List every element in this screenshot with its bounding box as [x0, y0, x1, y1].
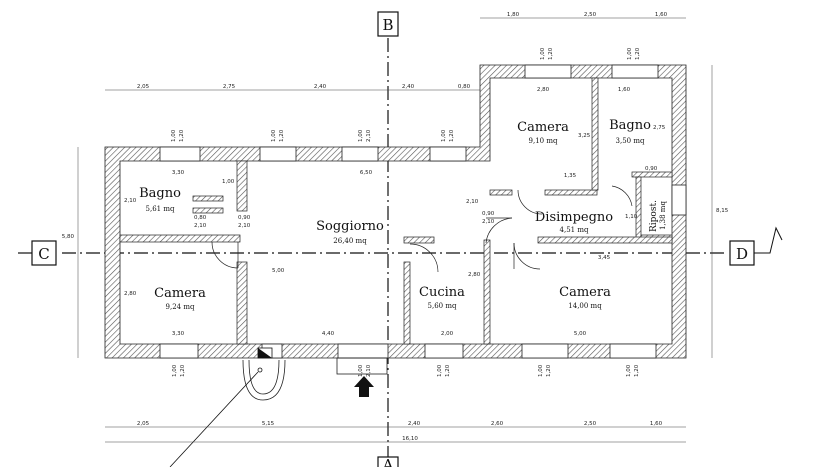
dim-soggiorno-door-width: 0,90	[238, 215, 251, 221]
dim-camera-left-height: 2,80	[124, 291, 137, 297]
window-height-label: 1,20	[180, 364, 186, 377]
window-width-label: 1,00	[441, 129, 447, 142]
window-height-label: 1,20	[548, 47, 554, 60]
door-sill-label: 1,00	[358, 129, 364, 142]
dim-bagno-height: 2,10	[124, 198, 137, 204]
dim-bottom-5: 2,50	[584, 421, 597, 427]
dim-bottom-6: 1,60	[650, 421, 663, 427]
entrance	[169, 347, 388, 467]
window-height-label: 1,20	[445, 364, 451, 377]
room-camera-right-name: Camera	[559, 285, 611, 300]
dim-top-lower-1: 2,05	[137, 84, 150, 90]
window-height-label: 1,20	[449, 129, 455, 142]
window-width-label: 1,00	[627, 47, 633, 60]
window-height-label: 1,20	[635, 47, 641, 60]
dim-soggiorno-bottom: 4,40	[322, 331, 335, 337]
dim-ripost-door: 1,10	[625, 214, 638, 220]
room-disimpegno-name: Disimpegno	[535, 210, 613, 225]
dim-top-lower-4: 2,40	[402, 84, 415, 90]
dimension-labels: 1,80 2,50 1,60 2,05 2,75 2,40 2,40 0,80 …	[62, 12, 729, 442]
window-width-label: 1,00	[538, 364, 544, 377]
dim-camera-right-width: 5,00	[574, 331, 587, 337]
window-width-label: 1,00	[437, 364, 443, 377]
dim-bottom-2: 5,15	[262, 421, 275, 427]
axis-markers: B A C D	[18, 11, 783, 467]
dim-disimpegno-door-height: 2,10	[482, 219, 495, 225]
window-height-label: 1,20	[546, 364, 552, 377]
dim-camera-left-width: 3,30	[172, 331, 185, 337]
room-camera-right-area: 14,00 mq	[568, 302, 602, 310]
dim-bagno-top-width: 1,60	[618, 87, 631, 93]
room-cucina-area: 5,60 mq	[428, 302, 457, 310]
room-camera-top-name: Camera	[517, 120, 569, 135]
room-bagno-top-area: 3,50 mq	[616, 137, 645, 145]
windows	[159, 64, 687, 359]
axis-label-left: C	[38, 245, 49, 263]
dim-camera-top-height: 3,25	[578, 133, 591, 139]
room-ripost-area: 1,38 mq	[659, 201, 667, 230]
dim-soggiorno-height: 5,00	[272, 268, 285, 274]
window-width-label: 1,00	[171, 129, 177, 142]
dim-bagno-width: 3,30	[172, 170, 185, 176]
room-cucina-name: Cucina	[419, 285, 465, 300]
door-sill-label: 2,10	[366, 129, 372, 142]
dim-bagno-niche: 1,00	[222, 179, 235, 185]
dim-soggiorno-door-height: 2,10	[238, 223, 251, 229]
dim-soggiorno-width: 6,50	[360, 170, 373, 176]
axis-label-right: D	[736, 245, 748, 263]
door-sill-label: 2,10	[366, 364, 372, 377]
dim-bottom-1: 2,05	[137, 421, 150, 427]
dim-left-total: 5,80	[62, 234, 75, 240]
dim-disimpegno-mid: 1,35	[564, 173, 577, 179]
dim-bottom-total: 16,10	[402, 436, 418, 442]
interior-walls	[119, 77, 673, 345]
room-ripost-name: Ripost.	[649, 200, 659, 232]
dim-bagno-door-width: 0,80	[194, 215, 207, 221]
door-swings	[211, 185, 633, 273]
axis-label-bottom: A	[382, 456, 394, 467]
dim-cucina-width: 2,00	[441, 331, 454, 337]
door-sill-label: 1,00	[358, 364, 364, 377]
room-labels: Bagno 5,61 mq Camera 9,24 mq Soggiorno 2…	[139, 118, 667, 311]
dim-top-upper-3: 1,60	[655, 12, 668, 18]
axis-lines	[62, 38, 728, 460]
room-camera-left-name: Camera	[154, 286, 206, 301]
dim-cucina-height: 2,80	[468, 272, 481, 278]
dim-top-lower-3: 2,40	[314, 84, 327, 90]
dim-top-upper-1: 1,80	[507, 12, 520, 18]
dim-top-upper-2: 2,50	[584, 12, 597, 18]
room-bagno-name: Bagno	[139, 186, 181, 201]
dim-camera-right-top: 3,45	[598, 255, 611, 261]
dim-right-total: 8,15	[716, 208, 729, 214]
dim-camera-top-width: 2,80	[537, 87, 550, 93]
window-width-label: 1,00	[540, 47, 546, 60]
window-width-label: 1,00	[626, 364, 632, 377]
axis-label-top: B	[382, 16, 393, 34]
window-height-label: 1,20	[279, 129, 285, 142]
room-bagno-area: 5,61 mq	[146, 205, 175, 213]
window-height-label: 1,20	[634, 364, 640, 377]
window-width-label: 1,00	[271, 129, 277, 142]
dim-bagno-top-height: 2,75	[653, 125, 666, 131]
room-soggiorno-area: 26,40 mq	[333, 237, 367, 245]
dim-bagno-top-door: 0,90	[645, 166, 658, 172]
dim-top-lower-2: 2,75	[223, 84, 236, 90]
room-bagno-top-name: Bagno	[609, 118, 651, 133]
dim-soggiorno-side: 2,10	[466, 199, 479, 205]
dimension-lines	[77, 17, 713, 443]
dim-disimpegno-door-width: 0,90	[482, 211, 495, 217]
dim-bottom-4: 2,60	[491, 421, 504, 427]
dim-bottom-3: 2,40	[408, 421, 421, 427]
room-disimpegno-area: 4,51 mq	[560, 226, 589, 234]
window-width-label: 1,00	[172, 364, 178, 377]
room-camera-top-area: 9,10 mq	[529, 137, 558, 145]
window-height-label: 1,20	[179, 129, 185, 142]
dim-bagno-door-height: 2,10	[194, 223, 207, 229]
room-camera-left-area: 9,24 mq	[166, 303, 195, 311]
dim-top-lower-5: 0,80	[458, 84, 471, 90]
room-soggiorno-name: Soggiorno	[316, 219, 384, 234]
exterior-walls	[104, 64, 687, 359]
